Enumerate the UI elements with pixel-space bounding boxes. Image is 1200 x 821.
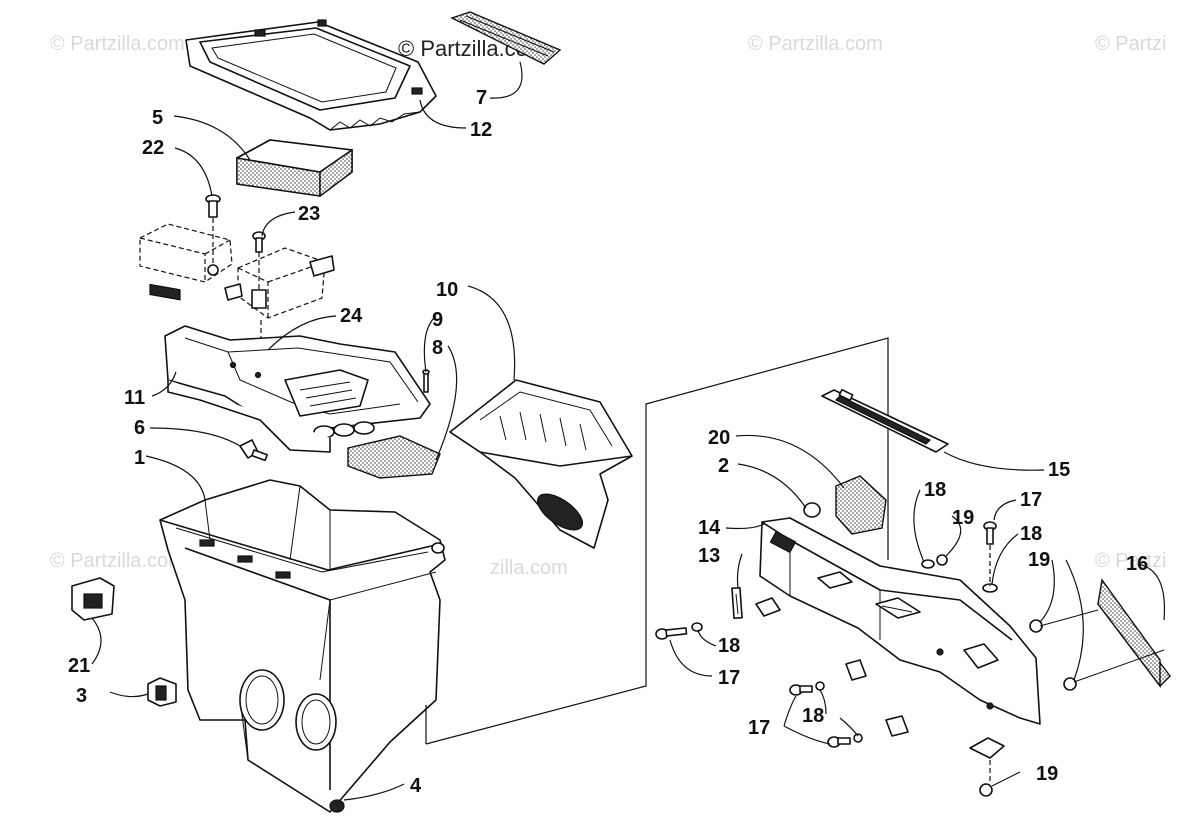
hardware-right — [655, 521, 1165, 797]
watermark-top-right: © Partzilla.com — [748, 33, 883, 55]
label-3: 3 — [76, 685, 87, 707]
vent-grille-part — [450, 11, 562, 65]
label-18-right: 18 — [1020, 523, 1042, 545]
label-17-top: 17 — [1020, 489, 1042, 511]
watermark-top-edge: © Partzi — [1095, 33, 1166, 55]
label-15: 15 — [1048, 459, 1070, 481]
screw-9-part — [422, 369, 430, 393]
label-14: 14 — [698, 517, 721, 539]
plug-4-part — [329, 799, 345, 813]
label-13: 13 — [698, 545, 720, 567]
pad-8-part — [347, 435, 441, 479]
mounting-tray-part — [164, 325, 431, 453]
clip-21-part — [71, 577, 115, 621]
watermark-mid-right: © Partzi — [1095, 550, 1166, 572]
label-8: 8 — [432, 337, 443, 359]
watermark-top-left: © Partzilla.com — [50, 33, 185, 55]
ignition-module-left — [139, 223, 233, 301]
strap-13-part — [731, 586, 743, 620]
label-17-left: 17 — [718, 667, 740, 689]
filter-block-part — [236, 139, 353, 198]
leader-lines — [91, 61, 1166, 801]
label-18-top: 18 — [924, 479, 946, 501]
frame-line-connector — [425, 337, 889, 745]
label-2: 2 — [718, 455, 729, 477]
gasket-frame-15-part — [821, 388, 949, 453]
label-20: 20 — [708, 427, 730, 449]
label-21: 21 — [68, 655, 90, 677]
label-19-bottom: 19 — [1036, 763, 1058, 785]
ignition-module-right — [224, 247, 335, 319]
label-18-bottom: 18 — [802, 705, 824, 727]
clip-3-part — [147, 677, 177, 707]
label-12: 12 — [470, 119, 492, 141]
intake-duct-part — [449, 379, 633, 549]
label-5: 5 — [152, 107, 163, 129]
label-17-bottom: 17 — [748, 717, 770, 739]
label-18-left: 18 — [718, 635, 740, 657]
label-7: 7 — [476, 87, 487, 109]
label-6: 6 — [134, 417, 145, 439]
watermark-mid-center: zilla.com — [490, 557, 568, 579]
label-22: 22 — [142, 137, 164, 159]
label-16: 16 — [1126, 553, 1148, 575]
airbox-lid-part — [185, 19, 437, 131]
label-1: 1 — [134, 447, 145, 469]
label-10: 10 — [436, 279, 458, 301]
label-19-top: 19 — [952, 507, 974, 529]
bolt-6-part — [239, 439, 268, 462]
label-4: 4 — [410, 775, 422, 797]
filter-pad-16-part — [1096, 578, 1171, 689]
label-19-right: 19 — [1028, 549, 1050, 571]
watermark-mid-left: © Partzilla.com — [50, 550, 185, 572]
bolt-22-part — [205, 194, 221, 268]
label-11: 11 — [124, 387, 145, 409]
label-23: 23 — [298, 203, 320, 225]
label-24: 24 — [340, 305, 363, 327]
grommet-2-part — [803, 502, 821, 518]
airbox-housing-part — [159, 479, 446, 813]
pad-20-part — [835, 475, 887, 535]
intake-silencer-14-part — [759, 517, 1041, 725]
label-9: 9 — [432, 309, 443, 331]
